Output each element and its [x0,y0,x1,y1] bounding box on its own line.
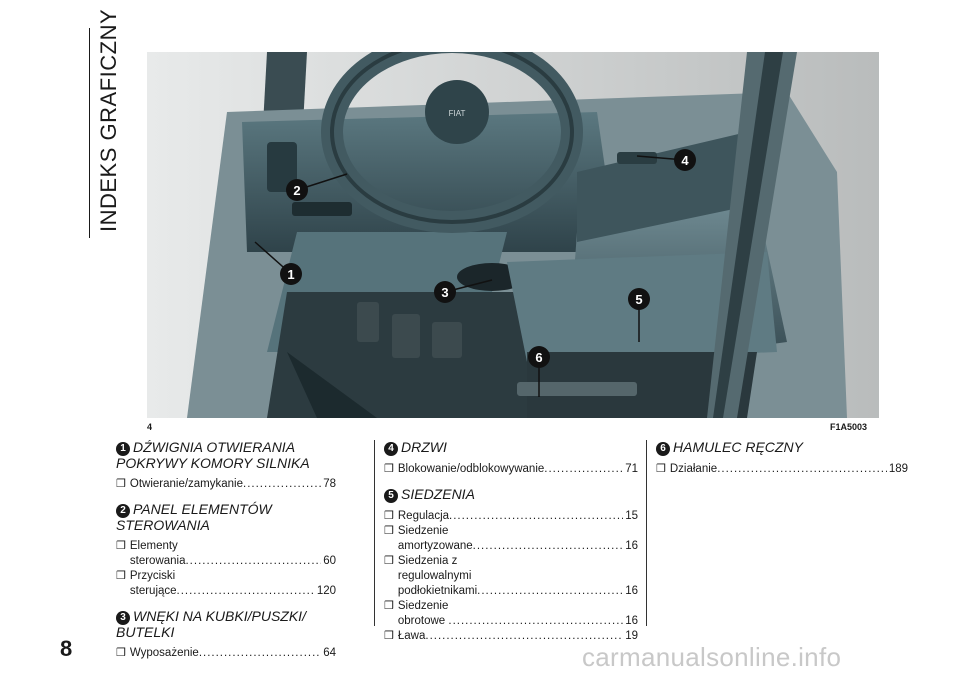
index-entry[interactable]: ❒Otwieranie/zamykanie 78 [116,477,336,492]
index-entry[interactable]: ❒Siedzenie amortyzowane 16 [384,524,638,554]
entry-label: Wyposażenie [129,647,199,659]
checkbox-bullet-icon: ❒ [116,647,126,659]
column-divider [646,440,647,626]
page-number: 8 [60,636,73,661]
leader-dots [199,646,321,661]
entry-label: Siedzenia z regulowalnymi podłokietnikam… [397,555,478,597]
callout-4: 4 [681,153,689,168]
section-number-badge: 4 [384,442,398,456]
side-title-rule [89,28,90,238]
index-entry[interactable]: ❒Ława 19 [384,629,638,644]
section-title-text: SIEDZENIA [401,486,475,502]
section-number-badge: 5 [384,489,398,503]
figure-code: F1A5003 [830,422,868,432]
index-entry[interactable]: ❒Siedzenie obrotowe 16 [384,599,638,629]
entry-page-number: 15 [625,510,638,522]
entry-page-number: 16 [625,540,638,552]
entry-label: Siedzenie amortyzowane [397,525,473,552]
section-number-badge: 1 [116,442,130,456]
checkbox-bullet-icon: ❒ [116,478,126,490]
checkbox-bullet-icon: ❒ [116,540,126,552]
index-entry[interactable]: ❒Elementy sterowania 60 [116,539,336,569]
figure-number: 4 [147,422,153,432]
checkbox-bullet-icon: ❒ [656,463,666,475]
entry-page-number: 19 [625,630,638,642]
entry-page-number: 120 [316,585,336,597]
index-column-2: 4DRZWI❒Blokowanie/odblokowywanie715SIEDZ… [384,440,638,654]
entry-label: Przyciski sterujące [129,570,177,597]
watermark: carmanualsonline.info [582,642,842,672]
section-number-badge: 2 [116,504,130,518]
leader-dots [185,554,321,569]
checkbox-bullet-icon: ❒ [384,463,394,475]
entry-label: Ława [397,630,426,642]
checkbox-bullet-icon: ❒ [384,555,394,567]
entry-label: Otwieranie/zamykanie [129,478,244,490]
section-number-badge: 3 [116,611,130,625]
section-title-text: DRZWI [401,439,447,455]
checkbox-bullet-icon: ❒ [384,525,394,537]
entry-page-number: 78 [323,478,336,490]
leader-dots [544,462,623,477]
checkbox-bullet-icon: ❒ [384,600,394,612]
cabin-illustration: FIAT 1 2 3 4 5 [147,52,879,418]
section-number-badge: 6 [656,442,670,456]
entry-label: Działanie [669,463,718,475]
steering-logo: FIAT [449,109,466,118]
column-divider [374,440,375,626]
callout-2: 2 [293,183,300,198]
callout-1: 1 [287,267,294,282]
checkbox-bullet-icon: ❒ [116,570,126,582]
callout-5: 5 [635,292,642,307]
entry-page-number: 64 [323,647,336,659]
index-entry[interactable]: ❒Wyposażenie 64 [116,646,336,661]
index-entry[interactable]: ❒Blokowanie/odblokowywanie 71 [384,462,638,477]
index-entry[interactable]: ❒Siedzenia z regulowalnymi podłokietnika… [384,554,638,599]
entry-page-number: 16 [625,585,638,597]
callout-3: 3 [441,285,448,300]
entry-label: Regulacja [397,510,450,522]
leader-dots [448,614,623,629]
section-title-text: WNĘKI NA KUBKI/PUSZKI/ BUTELKI [116,608,306,640]
entry-page-number: 60 [323,555,336,567]
entry-page-number: 71 [625,463,638,475]
entry-label: Siedzenie obrotowe [397,600,449,627]
leader-dots [177,584,315,599]
callout-6: 6 [535,350,542,365]
entry-label: Elementy sterowania [129,540,186,567]
entry-page-number: 16 [625,615,638,627]
leader-dots [717,462,887,477]
entry-label: Blokowanie/odblokowywanie [397,463,545,475]
section-title-text: PANEL ELEMENTÓW STEROWANIA [116,501,272,533]
side-title: INDEKS GRAFICZNY [96,8,121,232]
checkbox-bullet-icon: ❒ [384,630,394,642]
leader-dots [477,584,623,599]
leader-dots [449,509,623,524]
index-entry[interactable]: ❒Działanie 189 [656,462,908,477]
checkbox-bullet-icon: ❒ [384,510,394,522]
index-entry[interactable]: ❒Regulacja 15 [384,509,638,524]
index-entry[interactable]: ❒Przyciski sterujące 120 [116,569,336,599]
section-title-text: DŹWIGNIA OTWIERANIA POKRYWY KOMORY SILNI… [116,439,310,471]
leader-dots [473,539,624,554]
section-title-text: HAMULEC RĘCZNY [673,439,803,455]
leader-dots [243,477,321,492]
entry-page-number: 189 [888,463,908,475]
